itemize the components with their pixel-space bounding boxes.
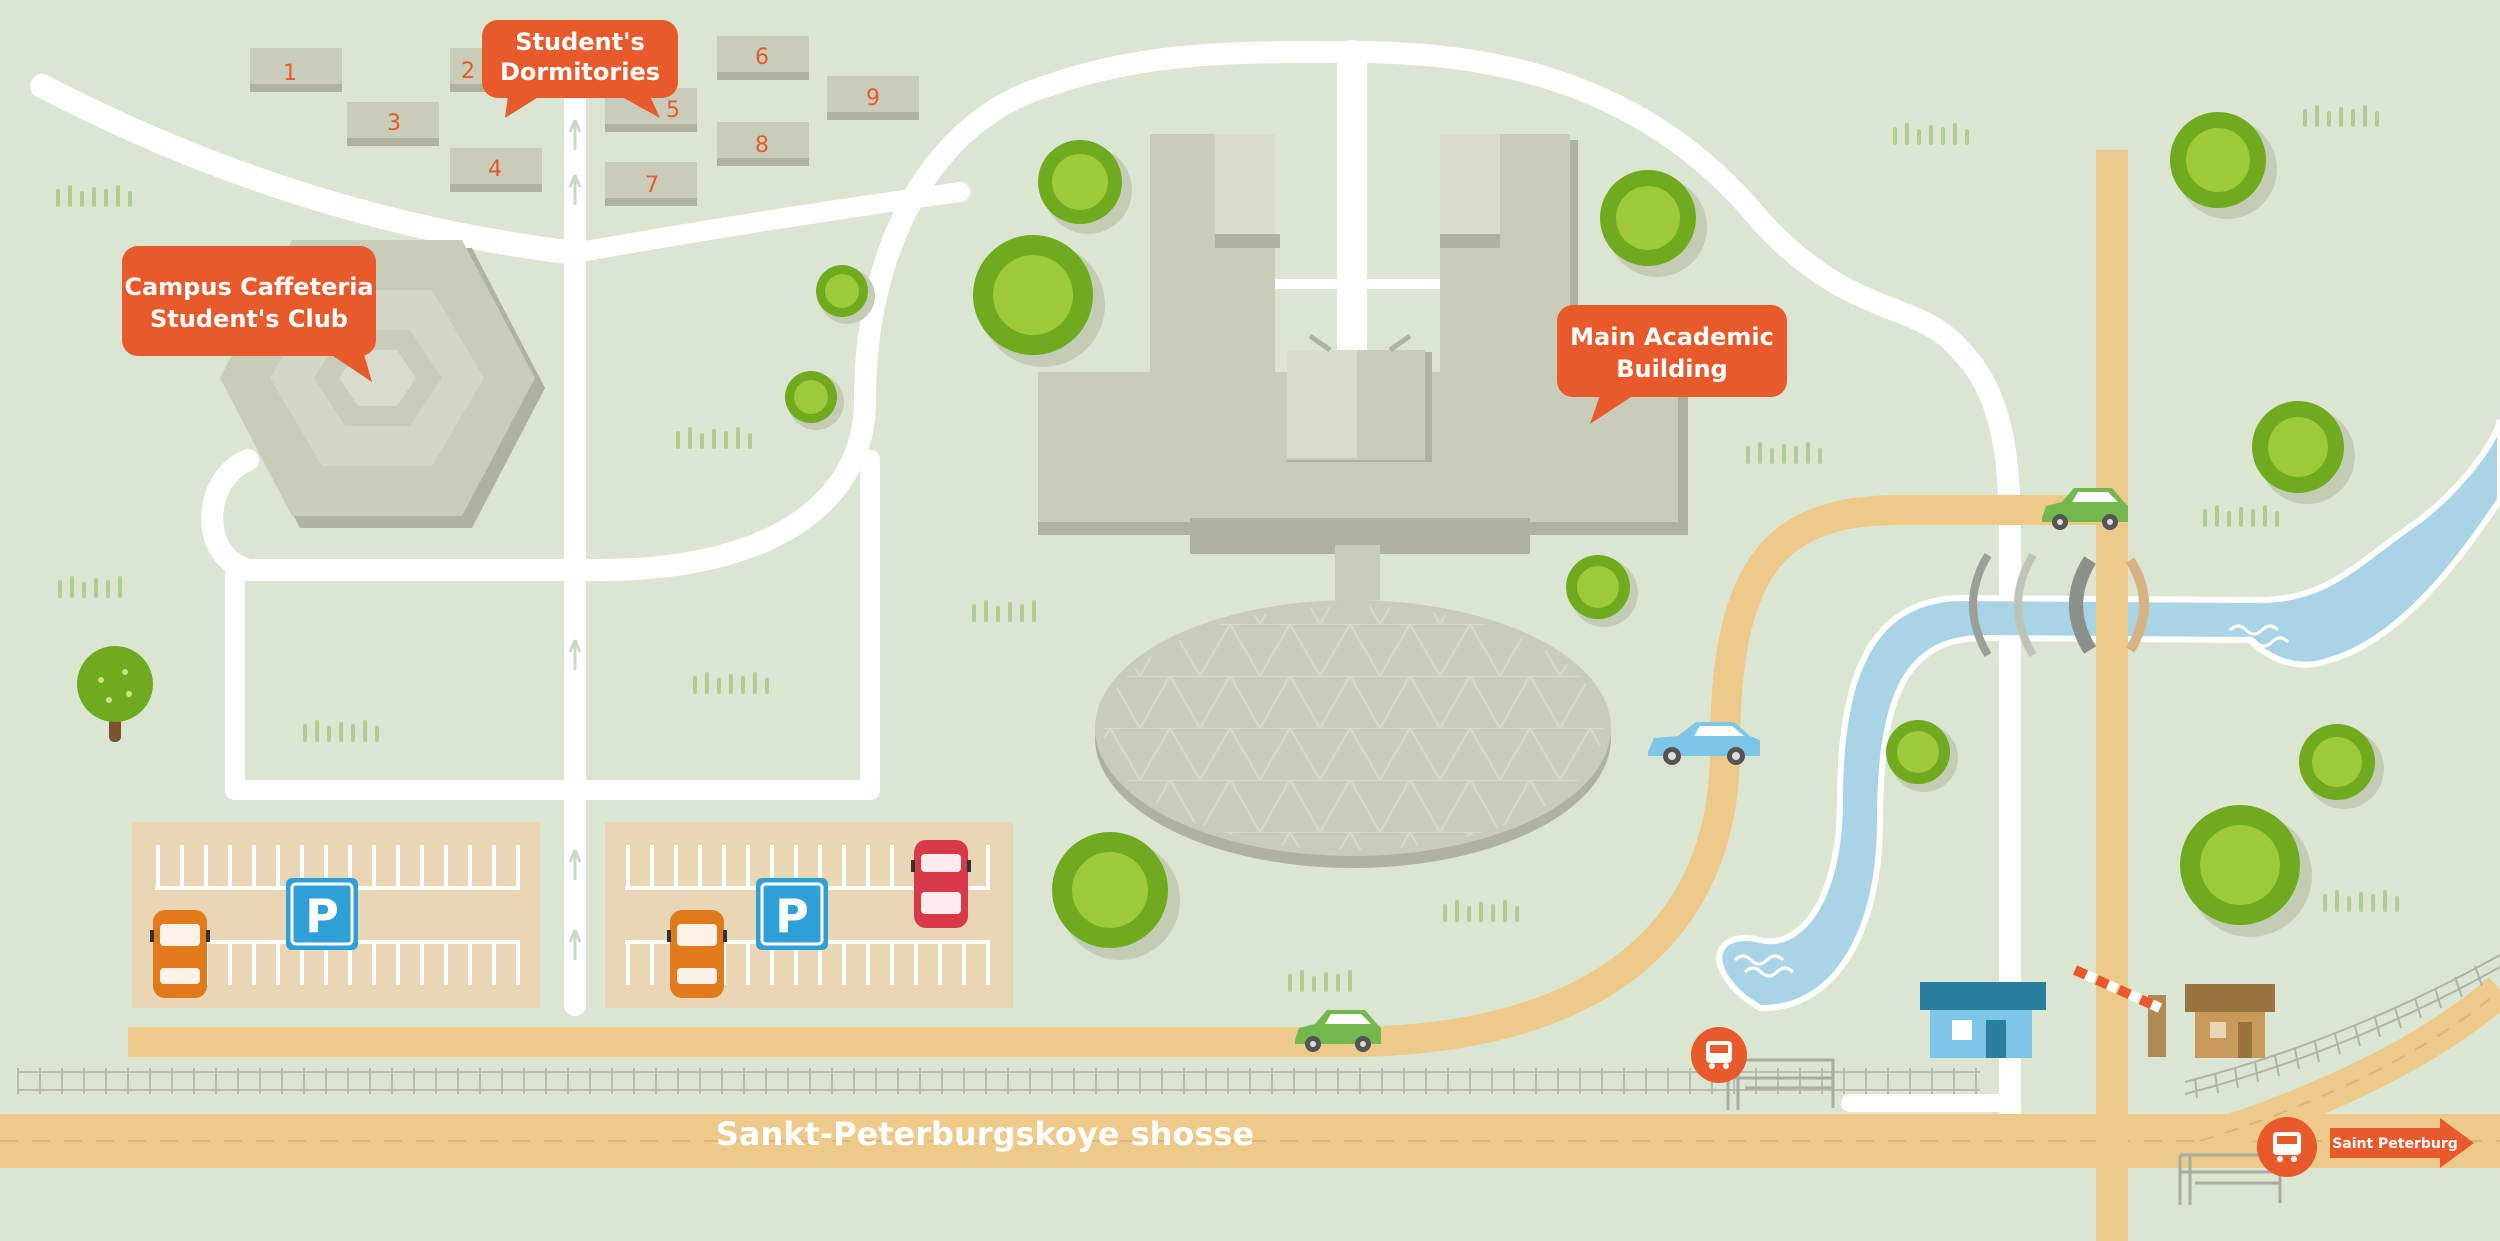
main-academic-building <box>1038 134 1688 600</box>
academic-line-2: Building <box>1616 355 1728 383</box>
tree-icon <box>785 371 844 430</box>
svg-text:4: 4 <box>488 157 502 182</box>
callout-academic: Main Academic Building <box>1557 305 1787 424</box>
car-icon <box>1648 722 1760 765</box>
tree-icon <box>973 235 1105 367</box>
tree-icon <box>2299 724 2384 809</box>
svg-text:3: 3 <box>387 111 401 136</box>
academic-line-1: Main Academic <box>1570 323 1774 351</box>
checkpoint-booth <box>1920 982 2046 1058</box>
svg-text:6: 6 <box>755 45 769 70</box>
bus-stop-icon <box>1691 1027 1747 1083</box>
callout-cafeteria: Campus Caffeteria Student's Club <box>122 246 376 382</box>
sand-roads <box>0 150 2500 1241</box>
dorm-block-8: 8 <box>717 122 809 166</box>
car-icon <box>667 910 727 998</box>
parking-icon: P <box>286 878 358 950</box>
dorm-block-3: 3 <box>347 102 439 146</box>
parking-icon: P <box>756 878 828 950</box>
tree-icons <box>77 112 2384 960</box>
dorm-block-1: 1 <box>250 48 342 92</box>
destination-sign: Saint Peterburg <box>2330 1118 2474 1168</box>
dorm-block-6: 6 <box>717 36 809 80</box>
dorm-block-7: 7 <box>605 162 697 206</box>
campus-paths <box>30 40 2021 1121</box>
water-waves <box>1733 624 2290 978</box>
railway <box>2184 954 2500 1099</box>
callout-dormitories: Student's Dormitories <box>482 20 678 118</box>
dormitory-blocks: 1 2 3 4 5 6 7 8 9 <box>250 36 919 206</box>
barrier-gate <box>2072 965 2166 1057</box>
car-icon <box>911 840 971 928</box>
tree-icon <box>1038 140 1132 234</box>
tree-icon <box>1886 720 1958 792</box>
cafeteria-line-1: Campus Caffeteria <box>124 273 373 301</box>
tree-icon <box>2180 805 2312 937</box>
tree-icon <box>1600 170 1707 277</box>
dome <box>1095 600 1611 868</box>
dorm-block-4: 4 <box>450 148 542 192</box>
dormitories-line-1: Student's <box>515 28 645 56</box>
tree-icon <box>2252 401 2355 504</box>
car-icon <box>2042 488 2128 530</box>
svg-text:1: 1 <box>283 61 297 86</box>
parking-symbol: P <box>305 889 339 943</box>
tree-icon <box>816 265 875 324</box>
svg-text:5: 5 <box>666 98 680 123</box>
highway-label: Sankt-Peterburgskoye shosse <box>716 1115 1254 1153</box>
svg-text:2: 2 <box>461 59 475 84</box>
car-icon <box>150 910 210 998</box>
guard-house <box>2185 984 2275 1058</box>
car-icon <box>1295 1010 1381 1052</box>
svg-text:9: 9 <box>866 86 880 111</box>
tree-icon <box>2170 112 2277 219</box>
fence <box>17 1068 1980 1094</box>
svg-text:8: 8 <box>755 133 769 158</box>
cafeteria-line-2: Student's Club <box>150 305 348 333</box>
tree-icon <box>1052 832 1180 960</box>
river <box>1716 419 2500 1012</box>
dorm-block-9: 9 <box>827 76 919 120</box>
grass-tufts <box>56 105 2399 992</box>
tree-icon <box>1566 555 1638 627</box>
tree-icon <box>77 646 153 742</box>
parking-symbol: P <box>775 889 809 943</box>
bridge <box>1969 552 2149 658</box>
path-arrows <box>568 119 582 960</box>
dormitories-line-2: Dormitories <box>500 58 660 86</box>
bus-stop-icon <box>2257 1117 2317 1177</box>
svg-text:7: 7 <box>645 173 659 198</box>
bus-shelter <box>1726 1058 1835 1110</box>
destination-label: Saint Peterburg <box>2332 1136 2458 1152</box>
